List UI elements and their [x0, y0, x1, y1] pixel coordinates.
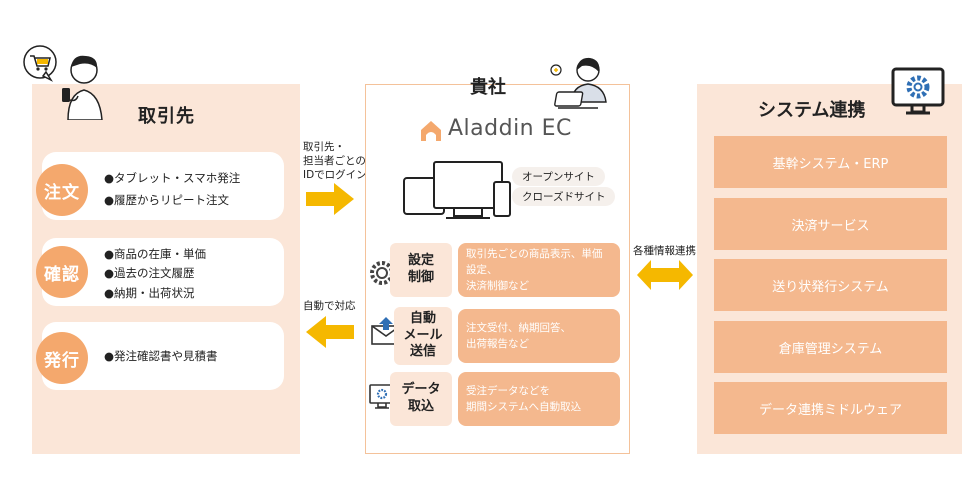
link-arrow-label: 各種情報連携 [633, 245, 696, 257]
monitor-gear-icon [890, 66, 946, 120]
closed-site-label: クローズドサイト [512, 187, 616, 206]
confirm-badge: 確認 [36, 246, 88, 298]
client-title: 取引先 [138, 106, 195, 127]
issue-badge: 発行 [36, 332, 88, 384]
operator-with-laptop-icon [548, 52, 618, 114]
data-import-label: データ取込 [390, 372, 452, 426]
system-integration-title: システム連携 [758, 100, 866, 121]
devices-icon [398, 160, 518, 228]
order-badge: 注文 [36, 164, 88, 216]
order-item: ●タブレット・スマホ発注 [104, 171, 241, 185]
auto-mail-label: 自動メール送信 [394, 307, 452, 365]
double-arrow-icon [637, 260, 693, 294]
aladdin-logo-icon [420, 120, 442, 146]
system-box-middleware: データ連携ミドルウェア [714, 382, 947, 434]
company-title: 貴社 [470, 77, 506, 98]
issue-item: ●発注確認書や見積書 [104, 349, 218, 363]
left-arrow-icon [306, 316, 354, 352]
login-arrow-label: 取引先・ 担当者ごとの IDでログイン [303, 141, 367, 182]
open-site-label: オープンサイト [512, 167, 605, 186]
product-logo: Aladdin EC [448, 116, 572, 141]
settings-control-desc: 取引先ごとの商品表示、単価設定、決済制御など [458, 243, 620, 297]
right-arrow-icon [306, 183, 354, 219]
mail-icon [370, 316, 402, 350]
system-box-payment: 決済サービス [714, 198, 947, 250]
confirm-item: ●商品の在庫・単価 [104, 247, 207, 261]
confirm-item: ●納期・出荷状況 [104, 286, 195, 300]
system-box-erp: 基幹システム・ERP [714, 136, 947, 188]
customer-with-phone-icon [18, 40, 118, 121]
system-box-warehouse: 倉庫管理システム [714, 321, 947, 373]
auto-mail-desc: 注文受付、納期回答、出荷報告など [458, 309, 620, 363]
order-item: ●履歴からリピート注文 [104, 193, 230, 207]
settings-control-label: 設定制御 [390, 243, 452, 297]
auto-arrow-label: 自動で対応 [303, 300, 356, 312]
confirm-item: ●過去の注文履歴 [104, 266, 195, 280]
data-import-desc: 受注データなどを期間システムへ自動取込 [458, 372, 620, 426]
system-box-shipping: 送り状発行システム [714, 259, 947, 311]
